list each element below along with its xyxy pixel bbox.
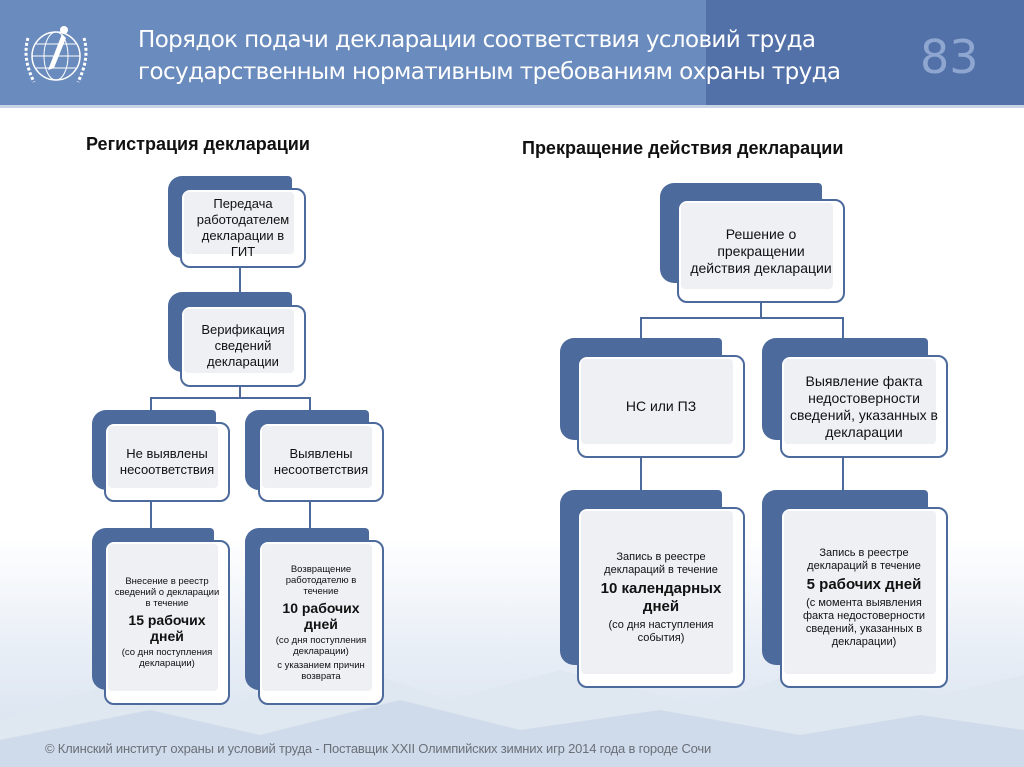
termination-heading: Прекращение действия декларации (522, 138, 844, 158)
page-number: 83 (920, 30, 979, 84)
slide-title: Порядок подачи декларации соответствия у… (138, 27, 841, 85)
footer-copyright: © Клинский институт охраны и условий тру… (45, 741, 712, 756)
institute-logo-icon (24, 26, 88, 83)
header-bar (0, 0, 1024, 105)
header-divider (0, 105, 1024, 108)
registration-heading: Регистрация декларации (86, 134, 310, 154)
